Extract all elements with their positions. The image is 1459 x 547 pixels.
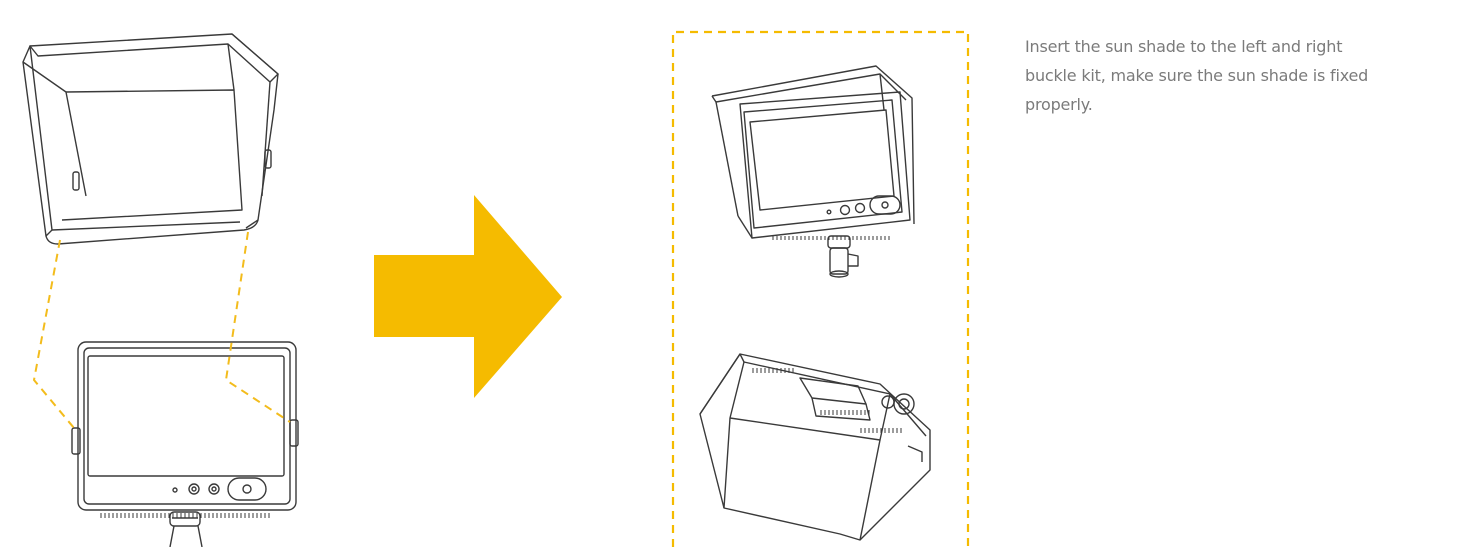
- instruction-text: Insert the sun shade to the left and rig…: [1025, 32, 1445, 119]
- sun-shade-illustration: [23, 34, 278, 244]
- monitor-illustration: [72, 342, 298, 547]
- assembled-monitor-back: [700, 354, 930, 540]
- right-arrow-icon: [374, 195, 562, 398]
- assembled-monitor-front: [712, 66, 914, 277]
- alignment-guide-lines: [34, 232, 290, 428]
